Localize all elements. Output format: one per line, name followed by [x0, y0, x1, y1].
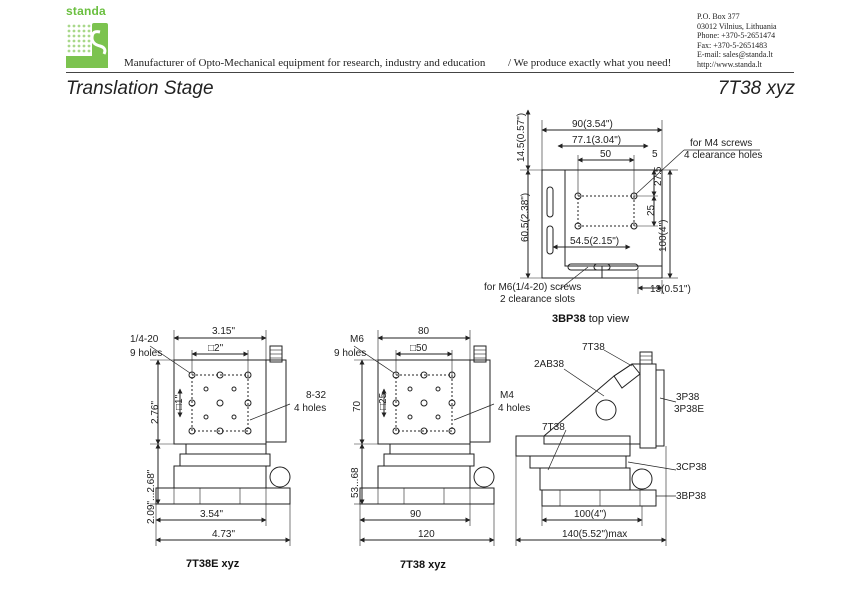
dim-label: 25: [646, 204, 657, 216]
note-label: 4 clearance holes: [684, 150, 762, 161]
note-label: M6: [350, 334, 364, 345]
dim-label: 53...68: [350, 467, 361, 498]
model-title: 7T38 xyz: [717, 78, 795, 99]
dim-label: 70: [352, 400, 363, 412]
stage-e-caption: 7T38E xyz: [186, 558, 240, 570]
note-label: 2 clearance slots: [500, 294, 575, 305]
part-label: 3P38E: [674, 404, 704, 415]
dim-label: 13(0.51"): [650, 284, 691, 295]
stage-m-drawing: [353, 330, 495, 546]
note-label: for M6(1/4-20) screws: [484, 282, 581, 293]
part-label: 3P38: [676, 392, 700, 403]
top-view-drawing: [520, 109, 760, 294]
dim-label: 140(5.52")max: [562, 529, 627, 540]
top-view-caption: 3BP38 top view: [552, 313, 629, 325]
note-label: 1/4-20: [130, 334, 159, 345]
note-label: 9 holes: [334, 348, 366, 359]
contact-line: P.O. Box 377: [697, 12, 740, 21]
note-label: 8-32: [306, 390, 326, 401]
contact-line: E-mail: sales@standa.lt: [697, 50, 773, 60]
note-label: for M4 screws: [690, 138, 752, 149]
header-rule: [66, 72, 794, 73]
side-view-drawing: [515, 349, 677, 546]
stage-m-labels: 80 □50 □25 70 53...68 90 120 M6 9 holes …: [334, 326, 530, 540]
dim-label: 77.1(3.04"): [572, 135, 621, 146]
note-label: 4 holes: [294, 403, 326, 414]
standa-logo: [66, 23, 108, 68]
hole-grid: [188, 371, 252, 435]
dim-label: 3.15": [212, 326, 235, 337]
dim-label: 60.5(2.38"): [520, 193, 531, 242]
dim-label: 50: [600, 149, 612, 160]
dim-label: 14.5(0.57"): [516, 113, 527, 162]
note-label: M4: [500, 390, 514, 401]
logo-wordmark: standa: [66, 4, 106, 18]
note-label: 9 holes: [130, 348, 162, 359]
dim-label: 100(4"): [574, 509, 606, 520]
dim-label: 54.5(2.15"): [570, 236, 619, 247]
dim-label: 4.73": [212, 529, 235, 540]
page-title: Translation Stage: [66, 78, 214, 99]
dim-label: □25: [378, 392, 389, 410]
company-tagline: Manufacturer of Opto-Mechanical equipmen…: [124, 57, 486, 69]
dim-label: 80: [418, 326, 430, 337]
dim-label: 90(3.54"): [572, 119, 613, 130]
dim-label: 90: [410, 509, 422, 520]
dim-label: 2.76": [150, 401, 161, 424]
part-label: 7T38: [542, 422, 565, 433]
contact-line: Fax: +370-5-2651483: [697, 40, 768, 50]
hole-grid: [392, 371, 456, 435]
stage-m-caption: 7T38 xyz: [400, 559, 446, 571]
dim-label: □50: [410, 343, 428, 354]
contact-line: Phone: +370-5-2651474: [697, 31, 776, 41]
top-view-labels: 90(3.54") 77.1(3.04") 50 5 27.5 25 100(4…: [484, 113, 762, 305]
caption-model: 3BP38: [552, 313, 586, 325]
contact-block: P.O. Box 377 03012 Vilnius, Lithuania Ph…: [697, 12, 777, 70]
part-label: 3BP38: [676, 491, 706, 502]
side-view-labels: 7T38 2AB38 7T38 3P38 3P38E 3CP38 3BP38 1…: [534, 342, 707, 540]
part-label: 2AB38: [534, 359, 564, 370]
dim-label: 27.5: [653, 166, 664, 186]
dim-label: 5: [652, 149, 658, 160]
dim-label: 120: [418, 529, 435, 540]
part-label: 3CP38: [676, 462, 707, 473]
dim-label: 100(4"): [658, 220, 669, 252]
dim-label: □1": [174, 394, 185, 410]
contact-line: http://www.standa.lt: [697, 59, 762, 69]
stage-e-drawing: [149, 330, 291, 546]
part-label: 7T38: [582, 342, 605, 353]
dim-label: □2": [208, 343, 224, 354]
stage-e-labels: 3.15" □2" □1" 2.76" 2.09"...2.68" 3.54" …: [130, 326, 326, 540]
caption-text: top view: [585, 313, 630, 325]
company-motto: / We produce exactly what you need!: [508, 57, 672, 69]
contact-line: 03012 Vilnius, Lithuania: [697, 21, 777, 31]
dim-label: 3.54": [200, 509, 223, 520]
dim-label: 2.09"...2.68": [146, 469, 157, 524]
note-label: 4 holes: [498, 403, 530, 414]
